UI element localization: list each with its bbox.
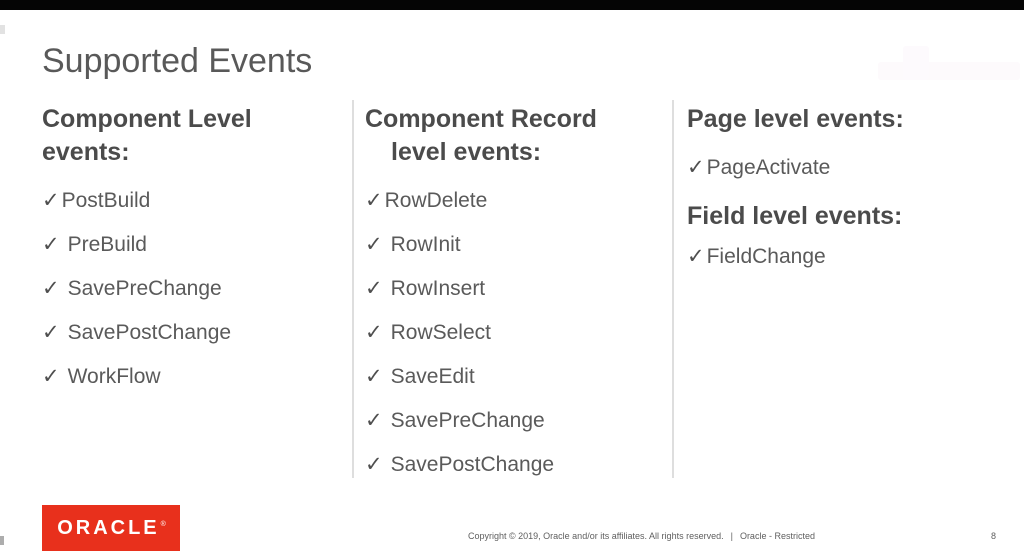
event-item: ✓FieldChange [687, 245, 1012, 269]
event-name: WorkFlow [67, 365, 161, 388]
event-item: ✓ RowInit [365, 233, 650, 257]
checkmark-icon: ✓ [365, 453, 383, 476]
column-heading: Field level events: [687, 202, 903, 230]
oracle-logo: ORACLE® [42, 505, 180, 551]
classification-text: Oracle - Restricted [739, 531, 815, 541]
checkmark-icon: ✓ [365, 233, 383, 256]
event-name: PageActivate [706, 156, 831, 179]
footer-copyright: Copyright © 2019, Oracle and/or its affi… [468, 531, 815, 541]
separator: | [730, 531, 733, 541]
column-component-record-level: Component Record level events: ✓RowDelet… [365, 103, 650, 497]
event-name: SavePreChange [67, 277, 222, 300]
watermark-ghost [878, 62, 1020, 80]
checkmark-icon: ✓ [42, 189, 60, 212]
checkmark-icon: ✓ [365, 409, 383, 432]
column-divider [672, 100, 674, 478]
checkmark-icon: ✓ [687, 156, 705, 179]
event-name: FieldChange [706, 245, 826, 268]
event-name: RowInit [390, 233, 461, 256]
checkmark-icon: ✓ [365, 321, 383, 344]
event-name: RowDelete [384, 189, 488, 212]
column-page-and-field-level: Page level events: ✓PageActivate Field l… [687, 103, 1012, 289]
edge-artifact [0, 25, 5, 34]
registered-trademark-icon: ® [160, 520, 166, 528]
event-name: RowSelect [390, 321, 491, 344]
event-name: PreBuild [67, 233, 147, 256]
checkmark-icon: ✓ [687, 245, 705, 268]
checkmark-icon: ✓ [365, 365, 383, 388]
event-name: SavePreChange [390, 409, 545, 432]
page-number: 8 [990, 531, 996, 541]
checkmark-icon: ✓ [42, 321, 60, 344]
event-item: ✓ RowSelect [365, 321, 650, 345]
event-item: ✓ PreBuild [42, 233, 337, 257]
event-item: ✓ WorkFlow [42, 365, 337, 389]
checkmark-icon: ✓ [42, 277, 60, 300]
event-name: SaveEdit [390, 365, 475, 388]
event-item: ✓ RowInsert [365, 277, 650, 301]
column-heading: Page level events: [687, 105, 904, 133]
copyright-text: Copyright © 2019, Oracle and/or its affi… [468, 531, 724, 541]
checkmark-icon: ✓ [365, 277, 383, 300]
event-name: RowInsert [390, 277, 486, 300]
event-item: ✓ SaveEdit [365, 365, 650, 389]
event-item: ✓PageActivate [687, 156, 1012, 180]
column-heading: Component Level events: [42, 105, 252, 166]
top-letterbox-bar [0, 0, 1024, 10]
oracle-logo-text: ORACLE [57, 516, 160, 539]
column-component-level: Component Level events: ✓PostBuild ✓PreB… [42, 103, 337, 409]
page-title: Supported Events [42, 42, 313, 80]
event-item: ✓ SavePostChange [365, 453, 650, 477]
event-item: ✓ SavePreChange [42, 277, 337, 301]
event-item: ✓ SavePostChange [42, 321, 337, 345]
column-heading: Component Record level events: [365, 105, 597, 166]
column-divider [352, 100, 354, 478]
event-name: SavePostChange [390, 453, 555, 476]
checkmark-icon: ✓ [42, 365, 60, 388]
event-item: ✓ SavePreChange [365, 409, 650, 433]
event-item: ✓RowDelete [365, 189, 650, 213]
event-name: SavePostChange [67, 321, 232, 344]
watermark-ghost [903, 46, 929, 80]
event-name: PostBuild [61, 189, 151, 212]
event-item: ✓PostBuild [42, 189, 337, 213]
checkmark-icon: ✓ [42, 233, 60, 256]
edge-artifact [0, 536, 4, 545]
checkmark-icon: ✓ [365, 189, 383, 212]
